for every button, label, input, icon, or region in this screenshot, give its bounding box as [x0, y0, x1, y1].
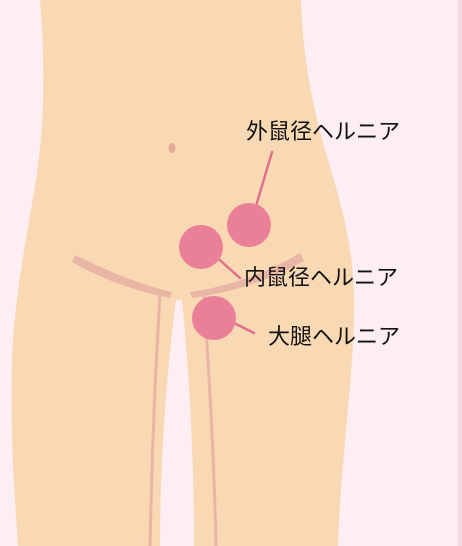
right-edge-border: [458, 0, 462, 546]
direct-inguinal-hernia-marker: [179, 225, 223, 269]
indirect-inguinal-hernia-marker: [227, 203, 271, 247]
femoral-hernia-marker: [192, 296, 236, 340]
indirect-inguinal-hernia-label: 外鼠径ヘルニア: [246, 120, 400, 146]
navel: [169, 143, 176, 153]
direct-inguinal-hernia-label: 内鼠径ヘルニア: [244, 266, 398, 292]
femoral-hernia-label: 大腿ヘルニア: [268, 325, 400, 351]
